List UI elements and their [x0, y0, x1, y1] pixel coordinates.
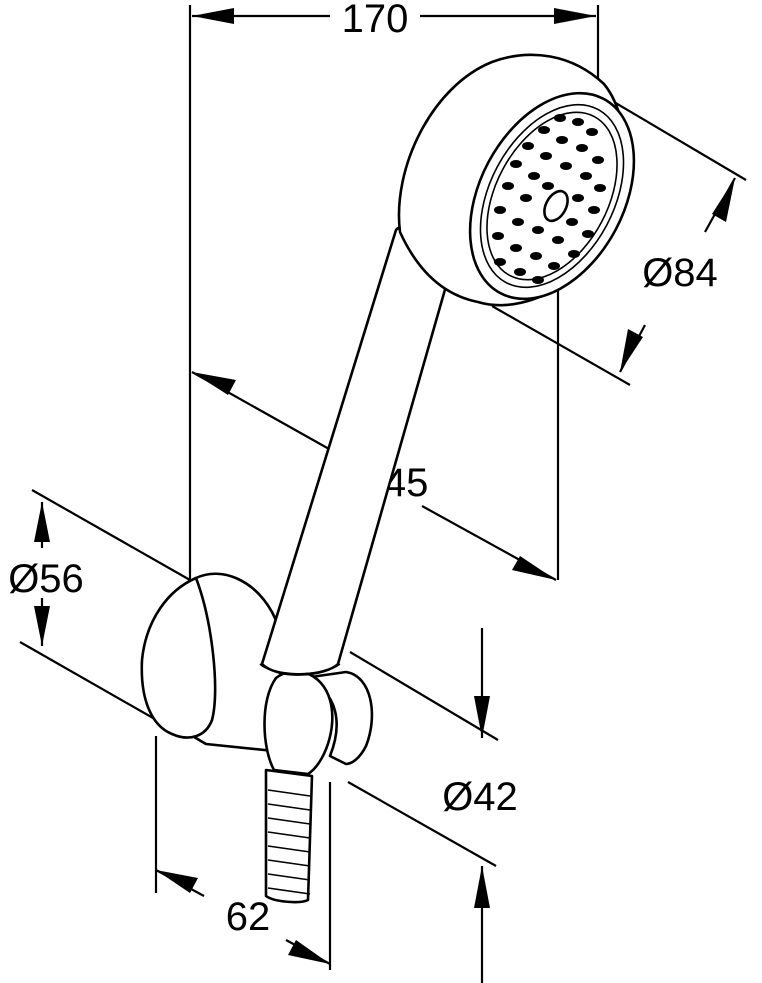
dimension-holder-diameter: Ø56 — [8, 489, 191, 723]
spray-nozzles — [492, 114, 606, 284]
dimension-170: 170 — [188, 0, 600, 580]
dim-label-holder-diameter: Ø56 — [8, 557, 84, 601]
dimension-head-diameter: Ø84 — [491, 101, 747, 386]
shower-head — [397, 53, 636, 307]
dim-label-hose-diameter: Ø42 — [442, 775, 518, 819]
shower-handle — [259, 226, 448, 676]
dim-label-head-diameter: Ø84 — [642, 251, 718, 295]
wall-holder — [140, 572, 374, 776]
dimension-hose-diameter: Ø42 — [347, 628, 518, 983]
dim-label-62: 62 — [226, 895, 271, 939]
shower-hose — [264, 768, 314, 904]
dim-label-170: 170 — [342, 0, 409, 41]
dimension-62: 62 — [154, 736, 332, 970]
